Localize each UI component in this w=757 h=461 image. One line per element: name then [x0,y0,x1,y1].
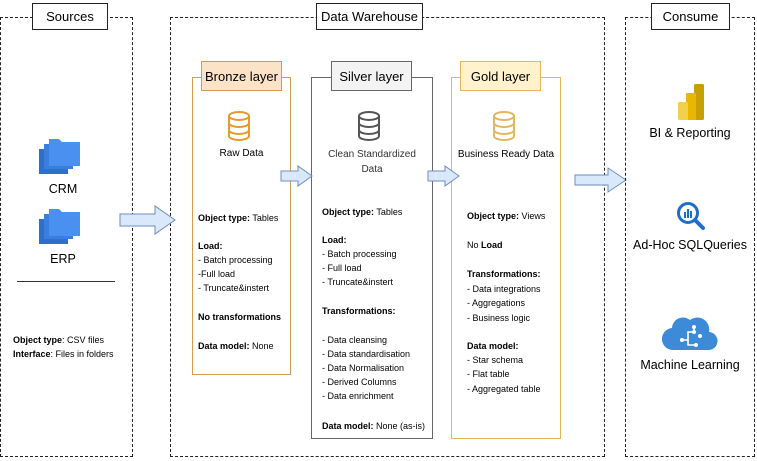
silver-data-model: Data model: None (as-is) [322,421,426,431]
gold-data-model-item: - Star schema [467,355,524,365]
silver-layer-panel [311,77,433,439]
arrow-silver-to-gold [427,165,460,187]
sources-title: Sources [32,3,108,30]
silver-load-item: - Full load [322,263,362,273]
arrow-bronze-to-silver [280,165,313,187]
gold-transform-item: - Business logic [467,313,531,323]
silver-database-icon [358,111,380,141]
silver-subtitle-line1: Clean Standardized [328,149,416,160]
bronze-object-type: Object type: Tables [198,213,279,223]
warehouse-title: Data Warehouse [316,3,423,30]
crm-label: CRM [48,182,78,196]
silver-load-item: - Truncate&instert [322,277,394,287]
bronze-load-item: -Full load [198,269,236,279]
bronze-subtitle: Raw Data [219,148,264,159]
bronze-data-model: Data model: None [198,341,274,351]
bronze-load-item: - Batch processing [198,255,273,265]
consume-item-bi: BI & Reporting [649,126,731,140]
gold-object-type: Object type: Views [467,211,546,221]
bronze-layer-title: Bronze layer [201,61,282,91]
silver-transform-item: - Data standardisation [322,349,411,359]
gold-subtitle: Business Ready Data [457,149,555,160]
query-analytics-icon [677,202,705,230]
silver-transform-item: - Derived Columns [322,377,397,387]
gold-layer-title: Gold layer [460,61,541,91]
gold-data-model-item: - Flat table [467,369,510,379]
bronze-no-transformations: No transformations [198,312,282,322]
arrow-gold-to-consume [574,167,627,193]
silver-transform-item: - Data Normalisation [322,363,405,373]
arrow-sources-to-bronze [119,205,176,235]
bronze-database-icon [228,111,250,141]
gold-data-model-item: - Aggregated table [467,384,541,394]
consume-title: Consume [651,3,730,30]
consume-item-adhoc: Ad-Hoc SQLQueries [633,238,747,252]
gold-data-model-label: Data model: [467,341,519,351]
sources-object-type: Object type: CSV files [13,335,105,345]
sources-divider [17,281,115,282]
sources-interface: Interface: Files in folders [13,349,114,359]
gold-transform-item: - Aggregations [467,298,526,308]
power-bi-icon [678,84,704,120]
silver-transform-item: - Data cleansing [322,335,388,345]
consume-panel [625,17,755,457]
machine-learning-cloud-icon [662,317,718,351]
gold-transform-label: Transformations: [467,269,541,279]
crm-folder-icon [39,139,80,174]
gold-database-icon [493,111,515,141]
silver-transform-label: Transformations: [322,306,396,316]
erp-folder-icon [39,209,80,244]
bronze-load-item: - Truncate&instert [198,283,270,293]
gold-no-load: No Load [467,240,503,250]
bronze-load-label: Load: [198,241,223,251]
silver-layer-title: Silver layer [331,61,412,91]
silver-load-item: - Batch processing [322,249,397,259]
erp-label: ERP [50,252,76,266]
gold-transform-item: - Data integrations [467,284,541,294]
consume-item-ml: Machine Learning [640,358,740,372]
silver-load-label: Load: [322,235,347,245]
silver-subtitle-line2: Data [361,164,383,175]
silver-transform-item: - Data enrichment [322,391,394,401]
gold-layer-panel [451,77,561,439]
silver-object-type: Object type: Tables [322,207,403,217]
